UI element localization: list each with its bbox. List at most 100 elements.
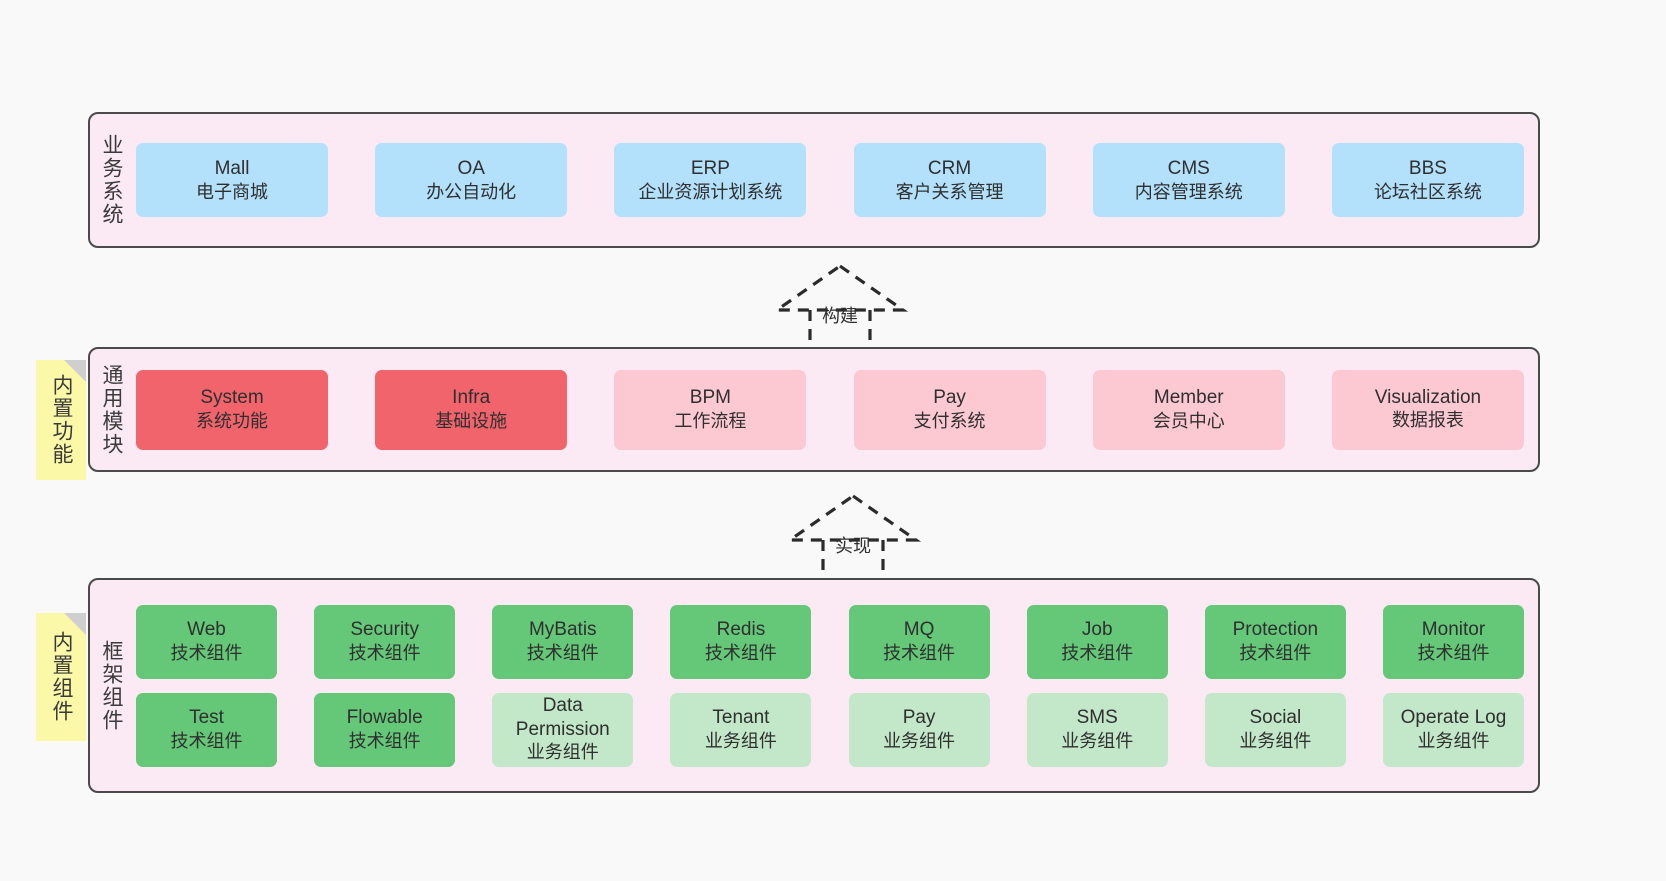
cell-subtitle: 技术组件 xyxy=(1417,643,1490,664)
cell-subtitle: 业务组件 xyxy=(883,731,956,752)
cell-subtitle: 技术组件 xyxy=(1239,643,1312,664)
cell-subtitle: 技术组件 xyxy=(883,643,956,664)
cell-name: CMS xyxy=(1167,157,1210,179)
cell-name: BPM xyxy=(689,387,731,409)
cell-name: OA xyxy=(457,157,485,179)
cell-subtitle: 支付系统 xyxy=(913,411,986,432)
cell-subtitle: 企业资源计划系统 xyxy=(638,181,783,202)
cell-subtitle: 论坛社区系统 xyxy=(1373,181,1482,202)
cell-subtitle: 内容管理系统 xyxy=(1134,181,1243,202)
cell-subtitle: 业务组件 xyxy=(1239,731,1312,752)
note-built-in-functions: 内置功能 xyxy=(36,360,86,480)
connector-build-label: 构建 xyxy=(822,306,858,326)
cell-name: Member xyxy=(1153,387,1224,409)
cell-name: System xyxy=(200,387,264,409)
cell-name: Visualization xyxy=(1374,387,1482,409)
cell-name: MQ xyxy=(903,619,935,641)
cell-name: BBS xyxy=(1408,157,1447,179)
cell-subtitle: 技术组件 xyxy=(170,731,243,752)
cell-subtitle: 会员中心 xyxy=(1152,411,1225,432)
cell-name: Tenant xyxy=(712,707,770,729)
note-fold-corner-icon xyxy=(64,360,86,382)
cell-name: Job xyxy=(1081,619,1113,641)
connector-implement-label: 实现 xyxy=(835,536,871,556)
layer-title-business-systems: 业务系统 xyxy=(100,134,124,226)
cell-name: Infra xyxy=(452,387,491,409)
cell-name: MyBatis xyxy=(528,619,597,641)
cell-subtitle: 业务组件 xyxy=(1417,731,1490,752)
cell-subtitle: 业务组件 xyxy=(526,741,599,762)
cell-subtitle: 基础设施 xyxy=(435,411,508,432)
cell-name: Test xyxy=(189,707,224,729)
cell-subtitle: 技术组件 xyxy=(348,643,421,664)
connector-implement: 实现 xyxy=(768,488,938,588)
cell-subtitle: 办公自动化 xyxy=(426,181,517,202)
layer-title-framework-components: 框架组件 xyxy=(100,639,124,732)
cell-name: Protection xyxy=(1232,619,1319,641)
cell-subtitle: 电子商城 xyxy=(196,181,268,202)
cell-subtitle: 数据报表 xyxy=(1391,410,1464,431)
cell-name: ERP xyxy=(690,157,730,179)
cell-name: Security xyxy=(350,619,419,641)
cell-name: Operate Log xyxy=(1400,707,1507,729)
cell-subtitle: 客户关系管理 xyxy=(895,181,1004,202)
layer-title-common-modules: 通用模块 xyxy=(100,363,124,456)
cell-subtitle: 技术组件 xyxy=(704,643,777,664)
cell-name: SMS xyxy=(1076,707,1118,729)
cell-name: Mall xyxy=(214,157,250,179)
note-fold-corner-icon xyxy=(64,613,86,635)
note-built-in-components: 内置组件 xyxy=(36,613,86,741)
cell-name: Monitor xyxy=(1421,619,1486,641)
note-built-in-components-label: 内置组件 xyxy=(50,631,74,723)
cell-subtitle: 技术组件 xyxy=(1061,643,1134,664)
cell-name: Web xyxy=(187,619,226,641)
cell-subtitle: 业务组件 xyxy=(704,731,777,752)
cell-subtitle: 技术组件 xyxy=(170,643,243,664)
cell-name: Data Permission xyxy=(515,695,610,740)
cell-subtitle: 工作流程 xyxy=(674,411,747,432)
note-built-in-functions-label: 内置功能 xyxy=(50,374,74,466)
cell-name: Pay xyxy=(902,707,936,729)
cell-name: Redis xyxy=(716,619,766,641)
cell-name: Pay xyxy=(933,387,966,409)
cell-subtitle: 技术组件 xyxy=(526,643,599,664)
cell-name: Social xyxy=(1249,707,1302,729)
